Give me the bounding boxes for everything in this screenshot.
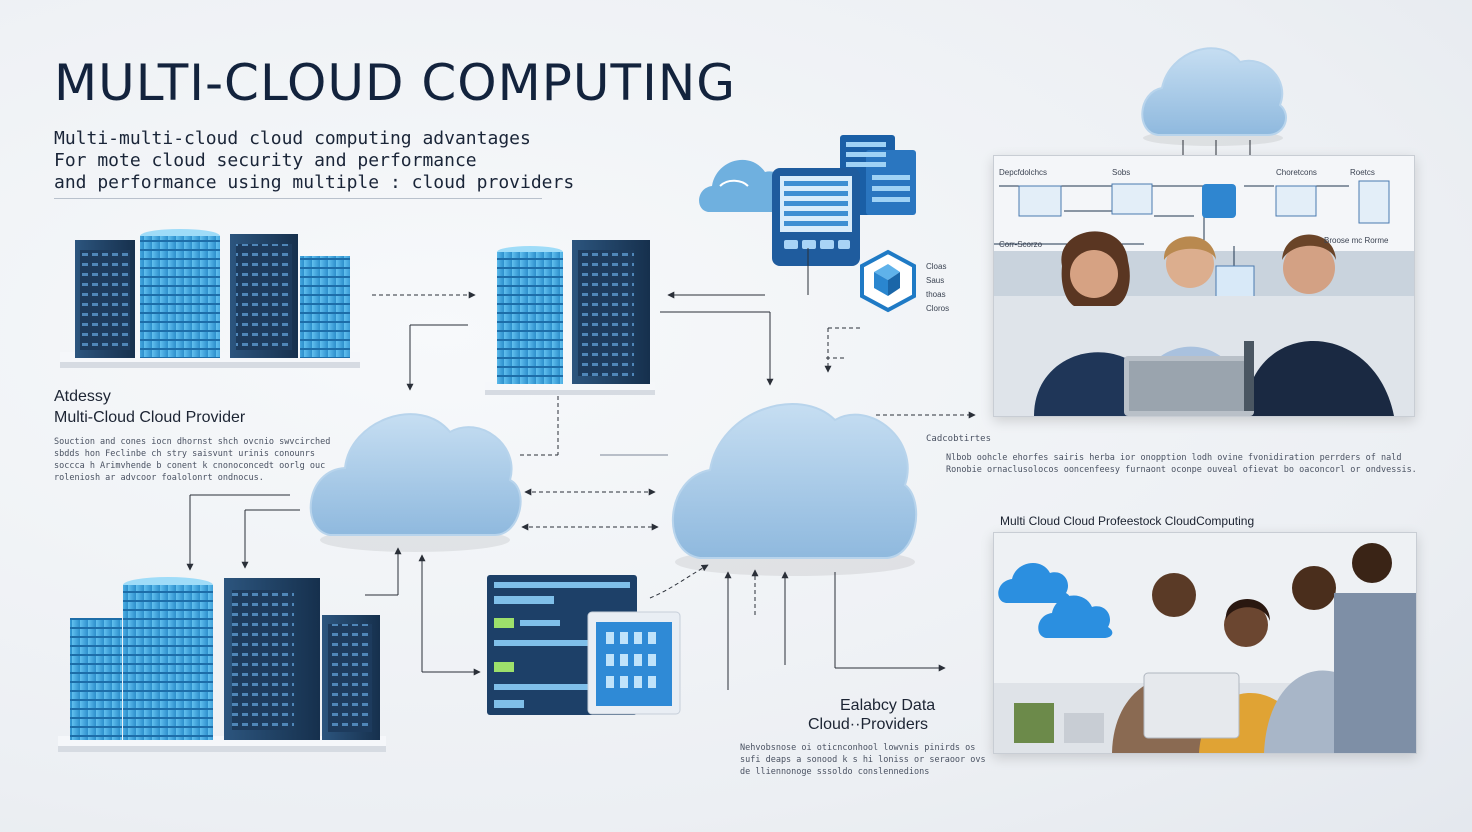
bottom-label-body: Nehvobsnose oi oticnconhool lowvnis pini… [740, 742, 986, 778]
icon-label: thoas [926, 290, 946, 299]
team-photo-bottom [993, 532, 1417, 754]
team-photo-illustration [994, 533, 1416, 753]
team-photo-illustration [994, 156, 1414, 416]
subtitle-divider [54, 198, 542, 199]
subtitle-block: Multi-multi-cloud cloud computing advant… [54, 128, 574, 194]
body-line: de lliennonoge sssoldo conslennedions [740, 767, 930, 777]
photo-diagram-label: Corr-Scorzo [999, 240, 1043, 249]
icon-label: Cloros [926, 304, 950, 313]
photo-diagram-label: Choretcons [1276, 168, 1317, 177]
left-label-subheading: Multi-Cloud Cloud Provider [54, 409, 246, 426]
photo-diagram-label: Roetcs [1350, 168, 1375, 177]
subtitle-line: Multi-multi-cloud cloud computing advant… [54, 128, 531, 149]
body-line: soccca h Arimvhende b conent k cnonoconc… [54, 461, 326, 471]
icon-label-list: Cloas Saus thoas Cloros [926, 260, 949, 316]
left-label-body: Souction and cones iocn dhornst shch ovc… [54, 436, 330, 484]
dashboard-device-icon [772, 135, 916, 266]
body-line: roleniosh ar advcoor foalolonrt ondnocus… [54, 473, 264, 483]
subtitle-line: and performance using multiple : cloud p… [54, 172, 575, 193]
mid-right-heading: Cadcobtirtes [926, 434, 992, 444]
server-rack-icon [58, 577, 386, 752]
cloud-icon [1141, 47, 1287, 146]
icon-label: Saus [926, 276, 945, 285]
body-line: Nehvobsnose oi oticnconhool lowvnis pini… [740, 743, 976, 753]
body-line: sbdds hon Feclinbe ch stry saisvunt urin… [54, 449, 315, 459]
bottom-photo-caption: Multi Cloud Cloud Profeestock CloudCompu… [1000, 514, 1255, 528]
photo-diagram-label: Depcfdolchcs [999, 168, 1048, 177]
cloud-icon [309, 413, 522, 552]
left-label-heading: Atdessy [54, 388, 111, 405]
body-line: Ronobie ornaclusolocos ooncenfeesy furna… [946, 465, 1417, 475]
body-line: Souction and cones iocn dhornst shch ovc… [54, 437, 331, 447]
bottom-label-heading: Ealabcy Data [840, 697, 936, 714]
cube-icon [860, 249, 916, 313]
page-title: MULTI-CLOUD COMPUTING [54, 54, 736, 112]
control-panel-icon [487, 575, 681, 715]
subtitle-line: For mote cloud security and performance [54, 150, 477, 171]
cloud-icon [699, 159, 791, 212]
body-line: sufi deaps a sonood k s hi loniss or ser… [740, 755, 986, 765]
team-photo-top: Depcfdolchcs Sobs Choretcons Roetcs Corr… [993, 155, 1415, 417]
body-line: Nlbob oohcle ehorfes sairis herba ior on… [946, 453, 1402, 463]
photo-diagram-label: Sobs [1112, 168, 1131, 177]
photo-diagram-label: Broose mc Rorme [1324, 236, 1389, 245]
cloud-icon [671, 403, 918, 576]
bottom-label-subheading: Cloud··Providers [808, 716, 929, 733]
server-rack-icon [485, 240, 655, 395]
server-rack-icon [60, 229, 360, 368]
mid-right-body: Nlbob oohcle ehorfes sairis herba ior on… [946, 452, 1417, 476]
icon-label: Cloas [926, 262, 947, 271]
